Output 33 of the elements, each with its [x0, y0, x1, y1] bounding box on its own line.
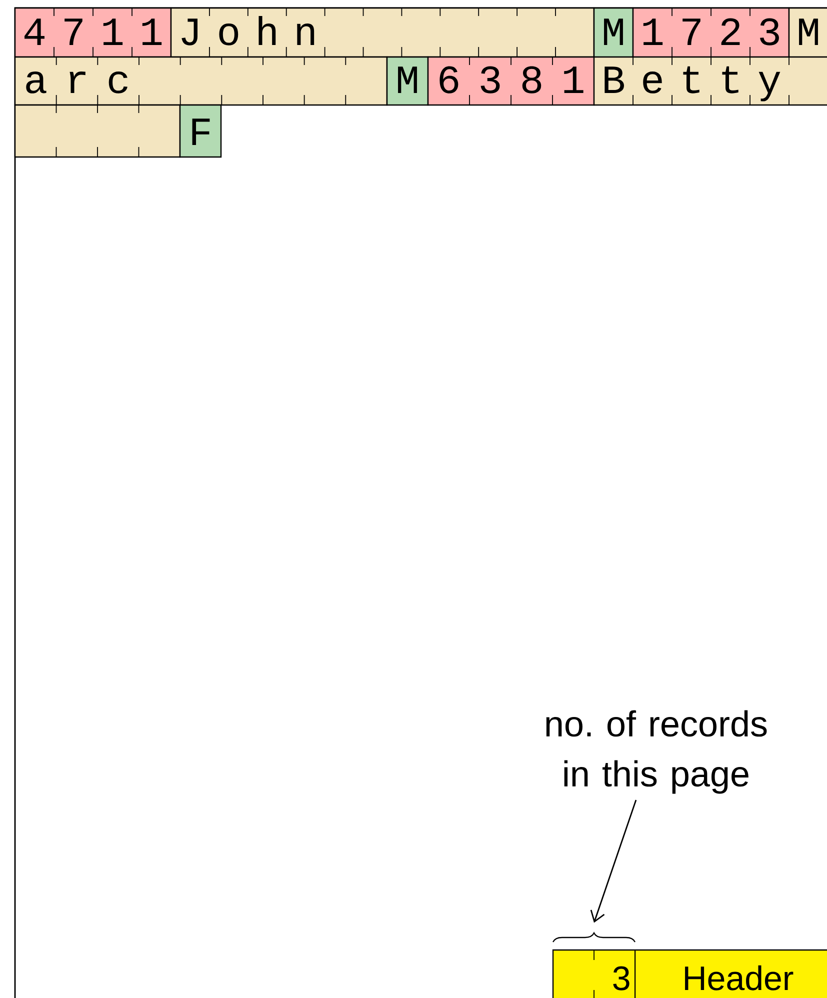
record-field: 6 3 8 1 — [427, 56, 595, 106]
curly-brace — [552, 932, 636, 942]
label: 8 — [522, 66, 542, 94]
record-field: M — [593, 7, 634, 58]
record-field: F — [179, 104, 222, 158]
annotation-text: no. of records in this page — [546, 710, 767, 794]
label: o — [219, 23, 238, 46]
label: h — [258, 16, 276, 45]
label: J — [182, 18, 198, 46]
arrow — [590, 800, 637, 923]
record-field: M — [386, 56, 429, 106]
label: n — [297, 23, 314, 45]
label: 6 — [440, 66, 458, 94]
record-field: 1 7 2 3 — [632, 7, 790, 58]
label: 4 — [24, 18, 44, 45]
label: 7 — [64, 18, 82, 45]
record-field: 4 7 1 1 — [14, 7, 172, 58]
label: B — [604, 66, 624, 93]
label: t — [722, 66, 738, 94]
label: y — [758, 72, 780, 102]
record-field: M — [788, 7, 827, 58]
label: e — [643, 71, 662, 94]
label: 1 — [103, 18, 123, 45]
page-header: 3 Header — [552, 949, 827, 998]
label: 1 — [142, 18, 162, 45]
label: 7 — [682, 18, 700, 45]
label: 2 — [721, 18, 740, 45]
label: 3 — [760, 18, 779, 46]
label: 3 — [480, 66, 500, 94]
record-field: J o h n — [170, 7, 595, 58]
label: 1 — [643, 18, 663, 45]
label: 1 — [564, 66, 584, 93]
label: t — [683, 66, 700, 94]
